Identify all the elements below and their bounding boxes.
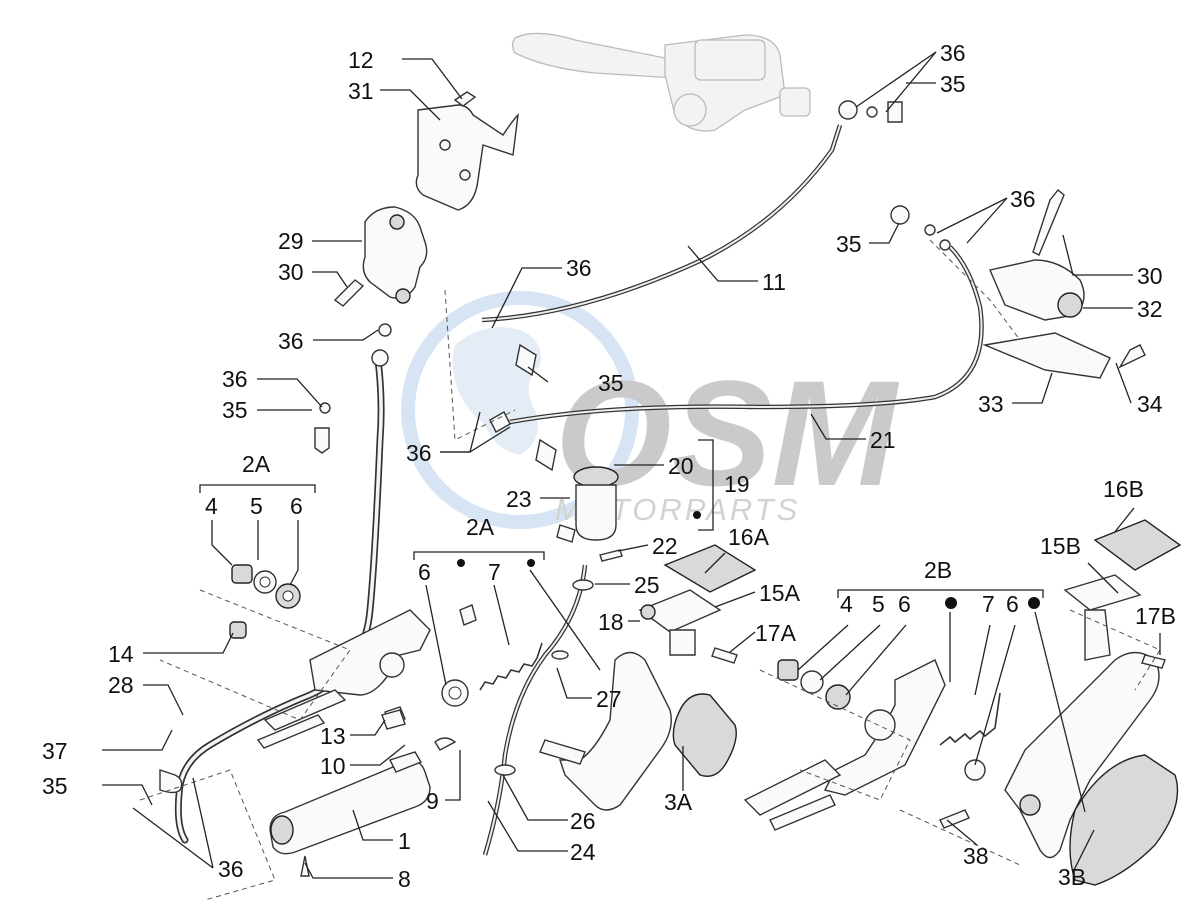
callout-35-d: 35 <box>940 71 966 97</box>
bullet-dots <box>457 511 1040 609</box>
return-spring-7a <box>479 642 543 691</box>
callout-31: 31 <box>348 78 374 104</box>
callout-25: 25 <box>634 572 660 598</box>
callout-30-left: 30 <box>278 259 304 285</box>
callout-3B: 3B <box>1058 864 1086 890</box>
brake-hose-11 <box>481 124 843 323</box>
callout-36-g: 36 <box>1010 186 1036 212</box>
callout-12: 12 <box>348 47 374 73</box>
callout-11: 11 <box>762 269 786 295</box>
callout-1: 1 <box>398 828 411 854</box>
reservoir-19 <box>556 466 623 562</box>
callout-5-left: 5 <box>250 493 263 519</box>
callout-36-b: 36 <box>278 328 304 354</box>
pedal-pad-16B <box>1063 519 1182 669</box>
watermark: OSM MOTORPARTS <box>401 291 900 529</box>
bolt-13 <box>381 709 406 730</box>
parts-artwork <box>139 32 1182 901</box>
banjo-bolt-35-left <box>314 427 330 454</box>
callout-15B: 15B <box>1040 533 1081 559</box>
rubber-boot-3B <box>1069 754 1179 886</box>
brake-pedal-2B <box>743 651 1160 859</box>
pedal-pad-16A <box>638 544 757 664</box>
callout-5-right: 5 <box>872 591 885 617</box>
callout-35-a: 35 <box>222 397 248 423</box>
callout-16B: 16B <box>1103 476 1144 502</box>
callout-21: 21 <box>870 427 896 453</box>
callout-17A: 17A <box>755 620 797 646</box>
callout-36-e: 36 <box>406 440 432 466</box>
callout-34: 34 <box>1137 391 1163 417</box>
callout-24: 24 <box>570 839 596 865</box>
bracket-31 <box>415 104 519 211</box>
callout-17B: 17B <box>1135 603 1176 629</box>
callout-18: 18 <box>598 609 624 635</box>
callout-15A: 15A <box>759 580 801 606</box>
callout-6-left: 6 <box>290 493 303 519</box>
callout-36-d: 36 <box>222 366 248 392</box>
callout-30-right: 30 <box>1137 263 1163 289</box>
callout-22: 22 <box>652 533 678 559</box>
callout-32: 32 <box>1137 296 1163 322</box>
callout-6-right-a: 6 <box>898 591 911 617</box>
callout-20: 20 <box>668 453 694 479</box>
callout-9: 9 <box>426 788 439 814</box>
bolt-12 <box>453 91 477 107</box>
callout-10: 10 <box>320 753 346 779</box>
callout-35-c: 35 <box>598 370 624 396</box>
callout-29: 29 <box>278 228 304 254</box>
callout-36-f: 36 <box>940 40 966 66</box>
callout-35-b: 35 <box>42 773 68 799</box>
callout-4-left: 4 <box>205 493 218 519</box>
callout-4-right: 4 <box>840 591 853 617</box>
handlebar-master-cylinder <box>511 32 811 132</box>
callout-2B: 2B <box>924 557 952 583</box>
callout-7-center: 7 <box>488 559 501 585</box>
callout-8: 8 <box>398 866 411 892</box>
rubber-boot-3A <box>672 693 737 777</box>
callout-2A-left: 2A <box>242 451 271 477</box>
master-cylinder-1 <box>269 751 431 877</box>
callout-36-c: 36 <box>218 856 244 882</box>
callout-38: 38 <box>963 843 989 869</box>
callout-28: 28 <box>108 672 134 698</box>
rear-master-cylinder-32 <box>890 189 1146 379</box>
callout-14: 14 <box>108 641 134 667</box>
callout-23: 23 <box>506 486 532 512</box>
callout-6-center: 6 <box>418 559 431 585</box>
brake-valve-29 <box>362 206 428 299</box>
callout-3A: 3A <box>664 789 693 815</box>
callout-19: 19 <box>724 471 750 497</box>
callout-33: 33 <box>978 391 1004 417</box>
leader-lines <box>102 51 1161 879</box>
callout-labels: 12 31 29 30 36 36 35 2A 4 5 6 14 28 37 3… <box>42 40 1176 892</box>
callout-7-right: 7 <box>982 591 995 617</box>
brake-lever-arm <box>559 651 672 811</box>
callout-2A-center: 2A <box>466 514 495 540</box>
pin-9 <box>434 737 457 751</box>
callout-26: 26 <box>570 808 596 834</box>
bolt-30-left <box>333 279 365 307</box>
callout-6-right-b: 6 <box>1006 591 1019 617</box>
callout-37: 37 <box>42 738 68 764</box>
callout-16A: 16A <box>728 524 770 550</box>
callout-36-a: 36 <box>566 255 592 281</box>
callout-27: 27 <box>596 686 622 712</box>
callout-35-e: 35 <box>836 231 862 257</box>
callout-13: 13 <box>320 723 346 749</box>
